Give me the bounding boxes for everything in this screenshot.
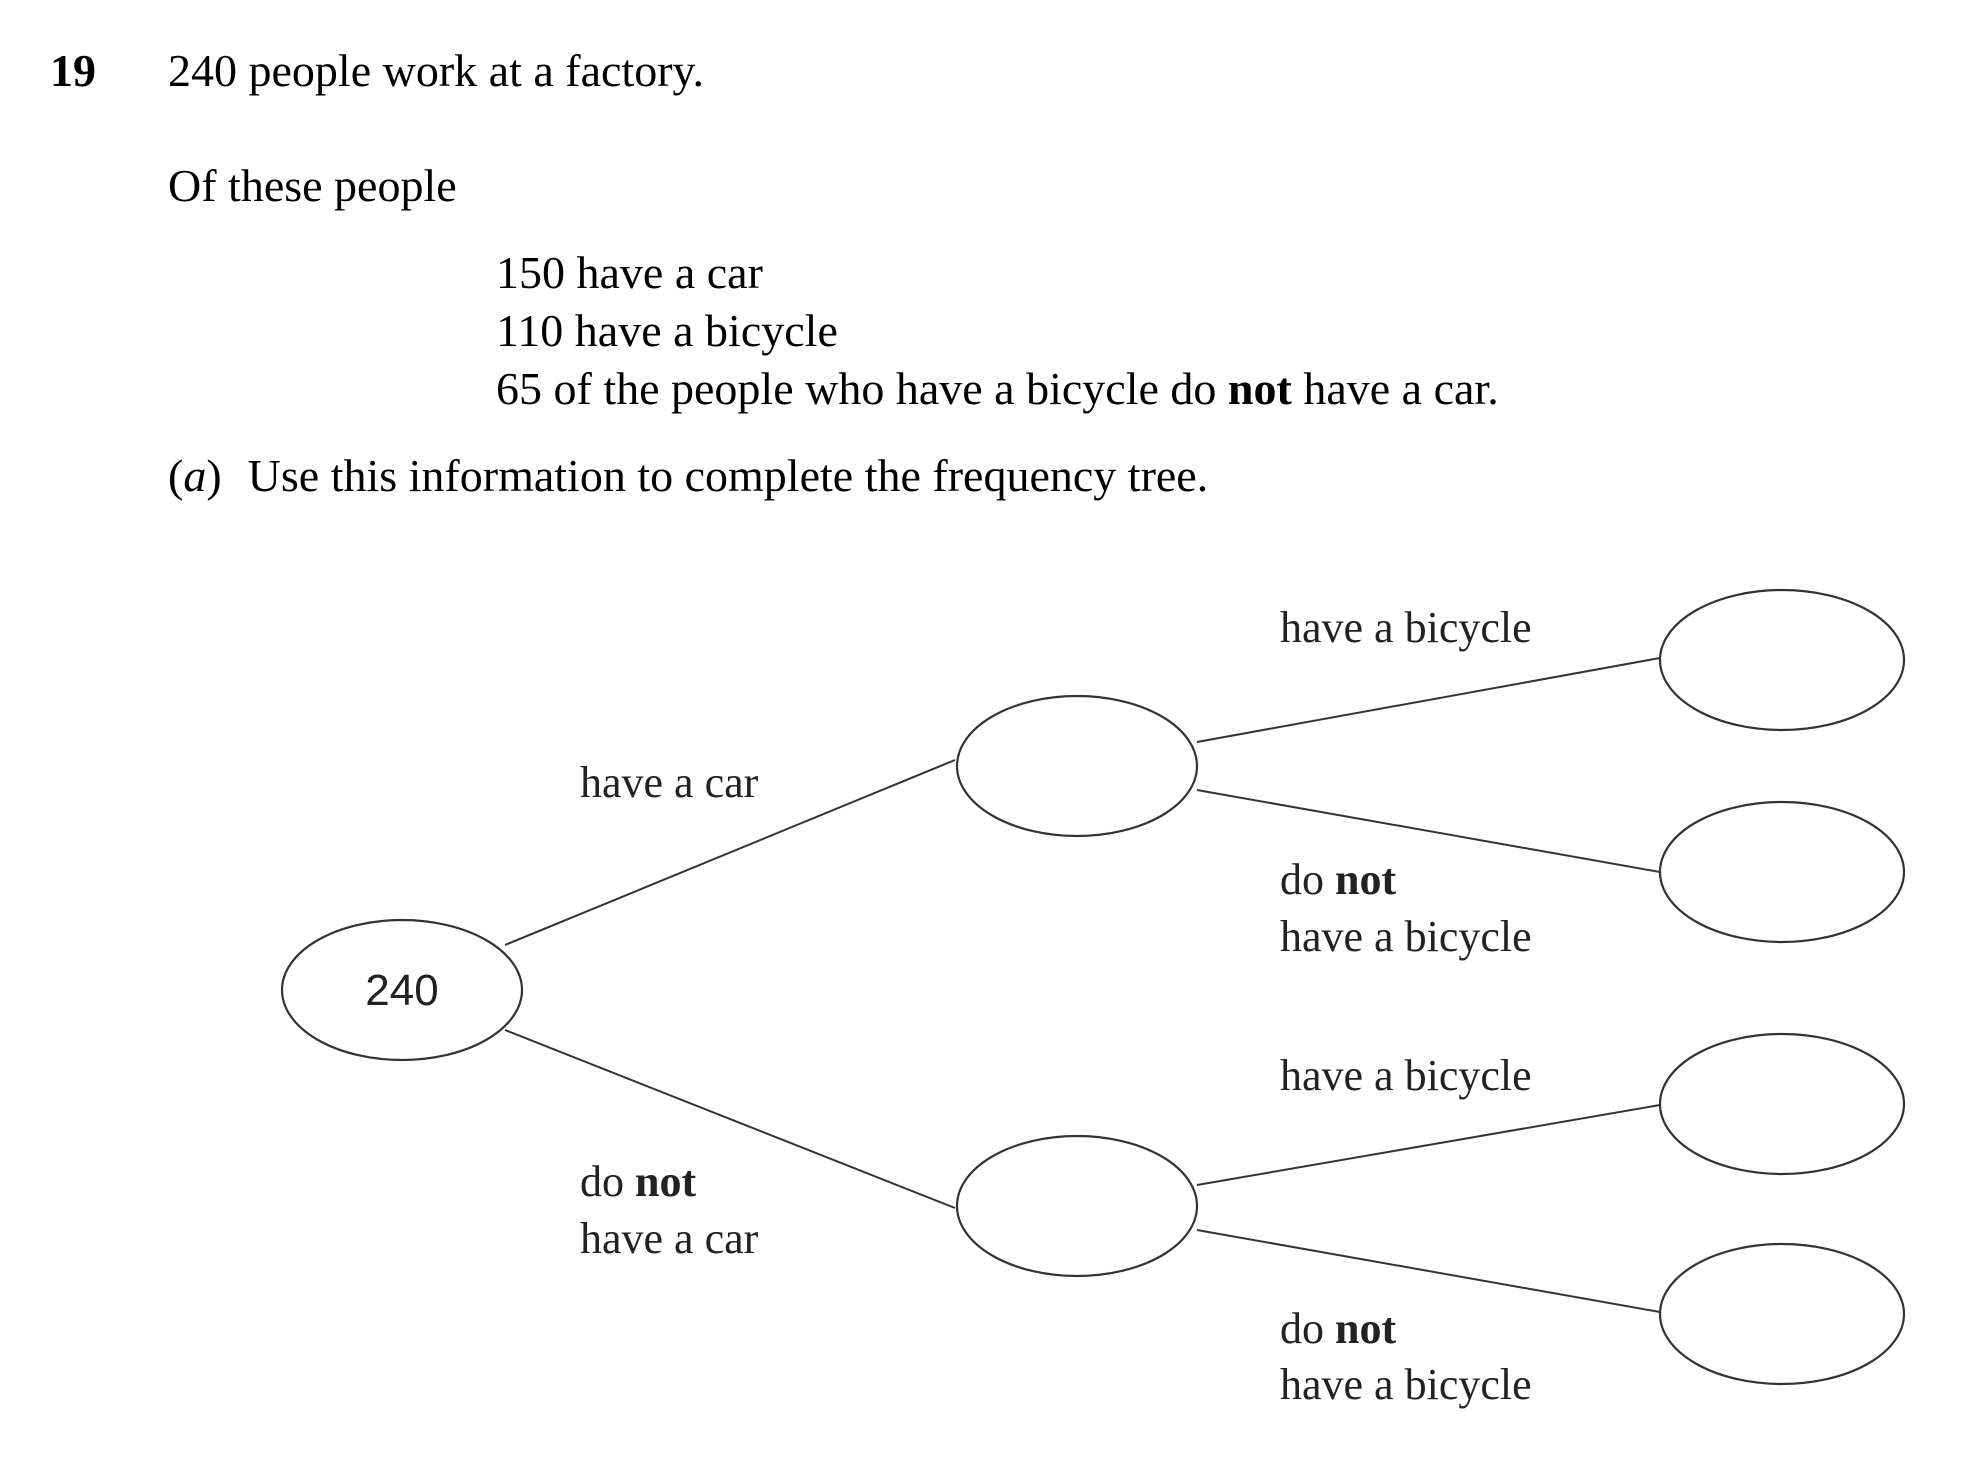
label-no-car-line2: have a car [580,1214,759,1263]
node-car-bicycle-answer[interactable] [1658,588,1906,732]
label-nocar-no-bicycle-emph: not [1335,1304,1396,1353]
node-have-car-answer[interactable] [955,694,1199,838]
fact3-before: 65 of the people who have a bicycle do [496,363,1228,414]
branch-line-car-bicycle [1196,657,1661,743]
question-intro: 240 people work at a factory. [168,45,705,96]
branch-line-nocar-no-bicycle [1196,1229,1661,1313]
label-no-car-prefix: do [580,1157,635,1206]
branch-line-nocar-bicycle [1196,1104,1661,1186]
label-car-no-bicycle-line1: do not [1280,855,1396,904]
fact-cars: 150 have a car [496,247,763,298]
label-nocar-have-bicycle: have a bicycle [1280,1051,1532,1100]
node-nocar-no-bicycle-answer[interactable] [1658,1242,1906,1386]
label-car-no-bicycle-line2: have a bicycle [1280,912,1532,961]
label-nocar-no-bicycle-prefix: do [1280,1304,1335,1353]
part-a-letter: a [183,450,207,501]
node-nocar-bicycle-answer[interactable] [1658,1032,1906,1176]
branch-line-no-car [504,1029,956,1209]
fact-bicycle-no-car: 65 of the people who have a bicycle do n… [496,366,1499,424]
label-have-car: have a car [580,758,759,807]
fact-bicycles: 110 have a bicycle [496,305,838,356]
label-no-car-emph: not [635,1157,696,1206]
question-lead: Of these people [168,160,457,211]
branch-line-car-no-bicycle [1196,789,1661,873]
fact3-emphasis: not [1227,363,1292,414]
part-a-instruction: Use this information to complete the fre… [247,450,1209,501]
node-car-no-bicycle-answer[interactable] [1658,800,1906,944]
label-nocar-no-bicycle-line2: have a bicycle [1280,1360,1532,1409]
branch-line-car [504,759,956,946]
question-number: 19 [50,45,96,96]
label-car-no-bicycle-emph: not [1335,855,1396,904]
fact3-after: have a car. [1291,363,1499,414]
label-nocar-no-bicycle-line1: do not [1280,1304,1396,1353]
facts-list: 150 have a car 110 have a bicycle 65 of … [496,250,1499,424]
label-car-have-bicycle: have a bicycle [1280,603,1532,652]
label-no-car-line1: do not [580,1157,696,1206]
root-value: 240 [365,966,438,1015]
root-node [280,918,524,1062]
label-car-no-bicycle-prefix: do [1280,855,1335,904]
part-a: (a)Use this information to complete the … [168,450,1209,501]
node-no-car-answer[interactable] [955,1134,1199,1278]
